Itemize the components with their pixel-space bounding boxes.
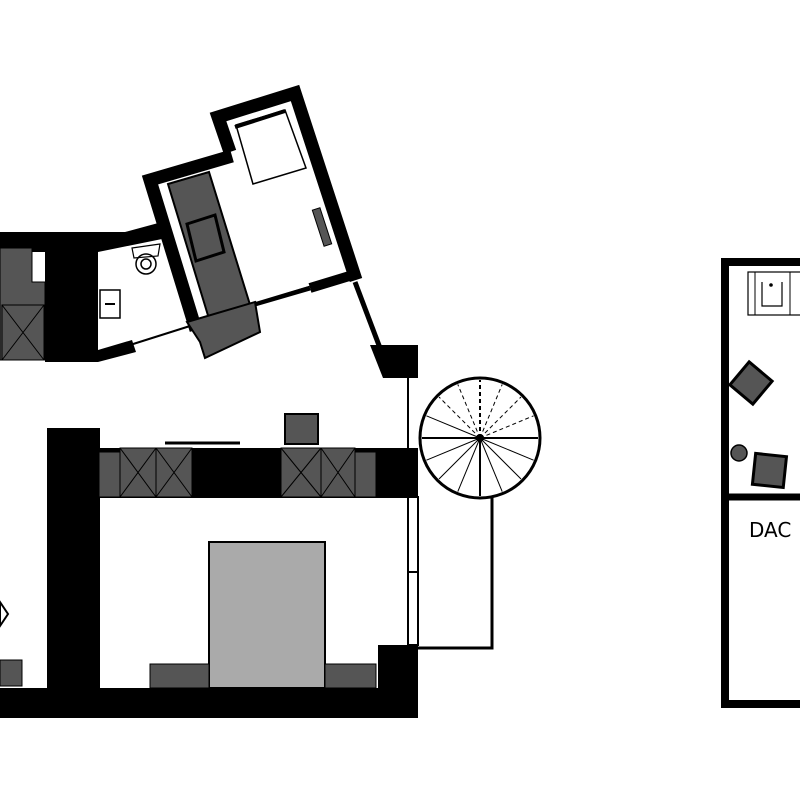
upper-wing <box>141 84 418 450</box>
stair-tread <box>426 415 481 439</box>
window-inner <box>255 284 310 302</box>
stair-tread <box>479 396 522 439</box>
stair-tread <box>457 437 481 492</box>
wardrobe-left <box>119 447 193 498</box>
nightstand-left <box>149 663 210 689</box>
nightstand-right <box>324 663 377 689</box>
south-wall-lower <box>0 688 418 718</box>
window <box>254 285 311 307</box>
column-block <box>370 345 418 378</box>
bath-wall-block <box>45 232 98 362</box>
stair-tread <box>426 437 481 461</box>
stair-tread <box>479 415 534 439</box>
chair <box>750 451 789 490</box>
railing-line <box>352 281 383 349</box>
corner-box <box>0 659 23 687</box>
cabinet-left-end <box>98 451 121 498</box>
cabinet-right-end <box>354 451 377 498</box>
spiral-stair-icon <box>418 376 542 500</box>
stair-tread <box>479 437 503 492</box>
storage-box-x2 <box>1 304 45 361</box>
stool <box>284 413 319 445</box>
bed <box>208 541 326 689</box>
wardrobe-right <box>280 447 356 498</box>
toilet-icon <box>131 243 161 275</box>
stair-tread <box>457 384 481 439</box>
bedroom <box>0 413 419 718</box>
kitchen-island <box>185 300 262 360</box>
stair-tread <box>438 437 481 480</box>
stair-railing <box>418 497 494 650</box>
side-table <box>730 444 748 462</box>
wardrobe <box>311 207 333 247</box>
south-wall <box>308 269 358 293</box>
bath-wall-line <box>129 325 191 346</box>
kitchen-wall <box>141 149 234 332</box>
right-building: DAC <box>721 258 800 708</box>
bath-floor <box>98 235 185 352</box>
armchair <box>727 359 775 407</box>
diamond-chair <box>0 600 10 628</box>
stair-tread <box>479 437 534 461</box>
headboard <box>234 109 286 129</box>
upper-wing-wall <box>209 84 363 283</box>
washbasin-icon <box>99 289 121 319</box>
southeast-block <box>378 645 418 695</box>
stair-tread <box>479 437 522 480</box>
stair-tread <box>438 396 481 439</box>
sink <box>185 213 226 263</box>
west-wall <box>47 428 100 718</box>
room-label: DAC <box>749 518 791 542</box>
bath-wall-bottom <box>98 340 136 362</box>
stair-tread <box>479 384 503 439</box>
bathroom-wing <box>0 222 191 362</box>
bathtub-icon <box>747 271 800 316</box>
